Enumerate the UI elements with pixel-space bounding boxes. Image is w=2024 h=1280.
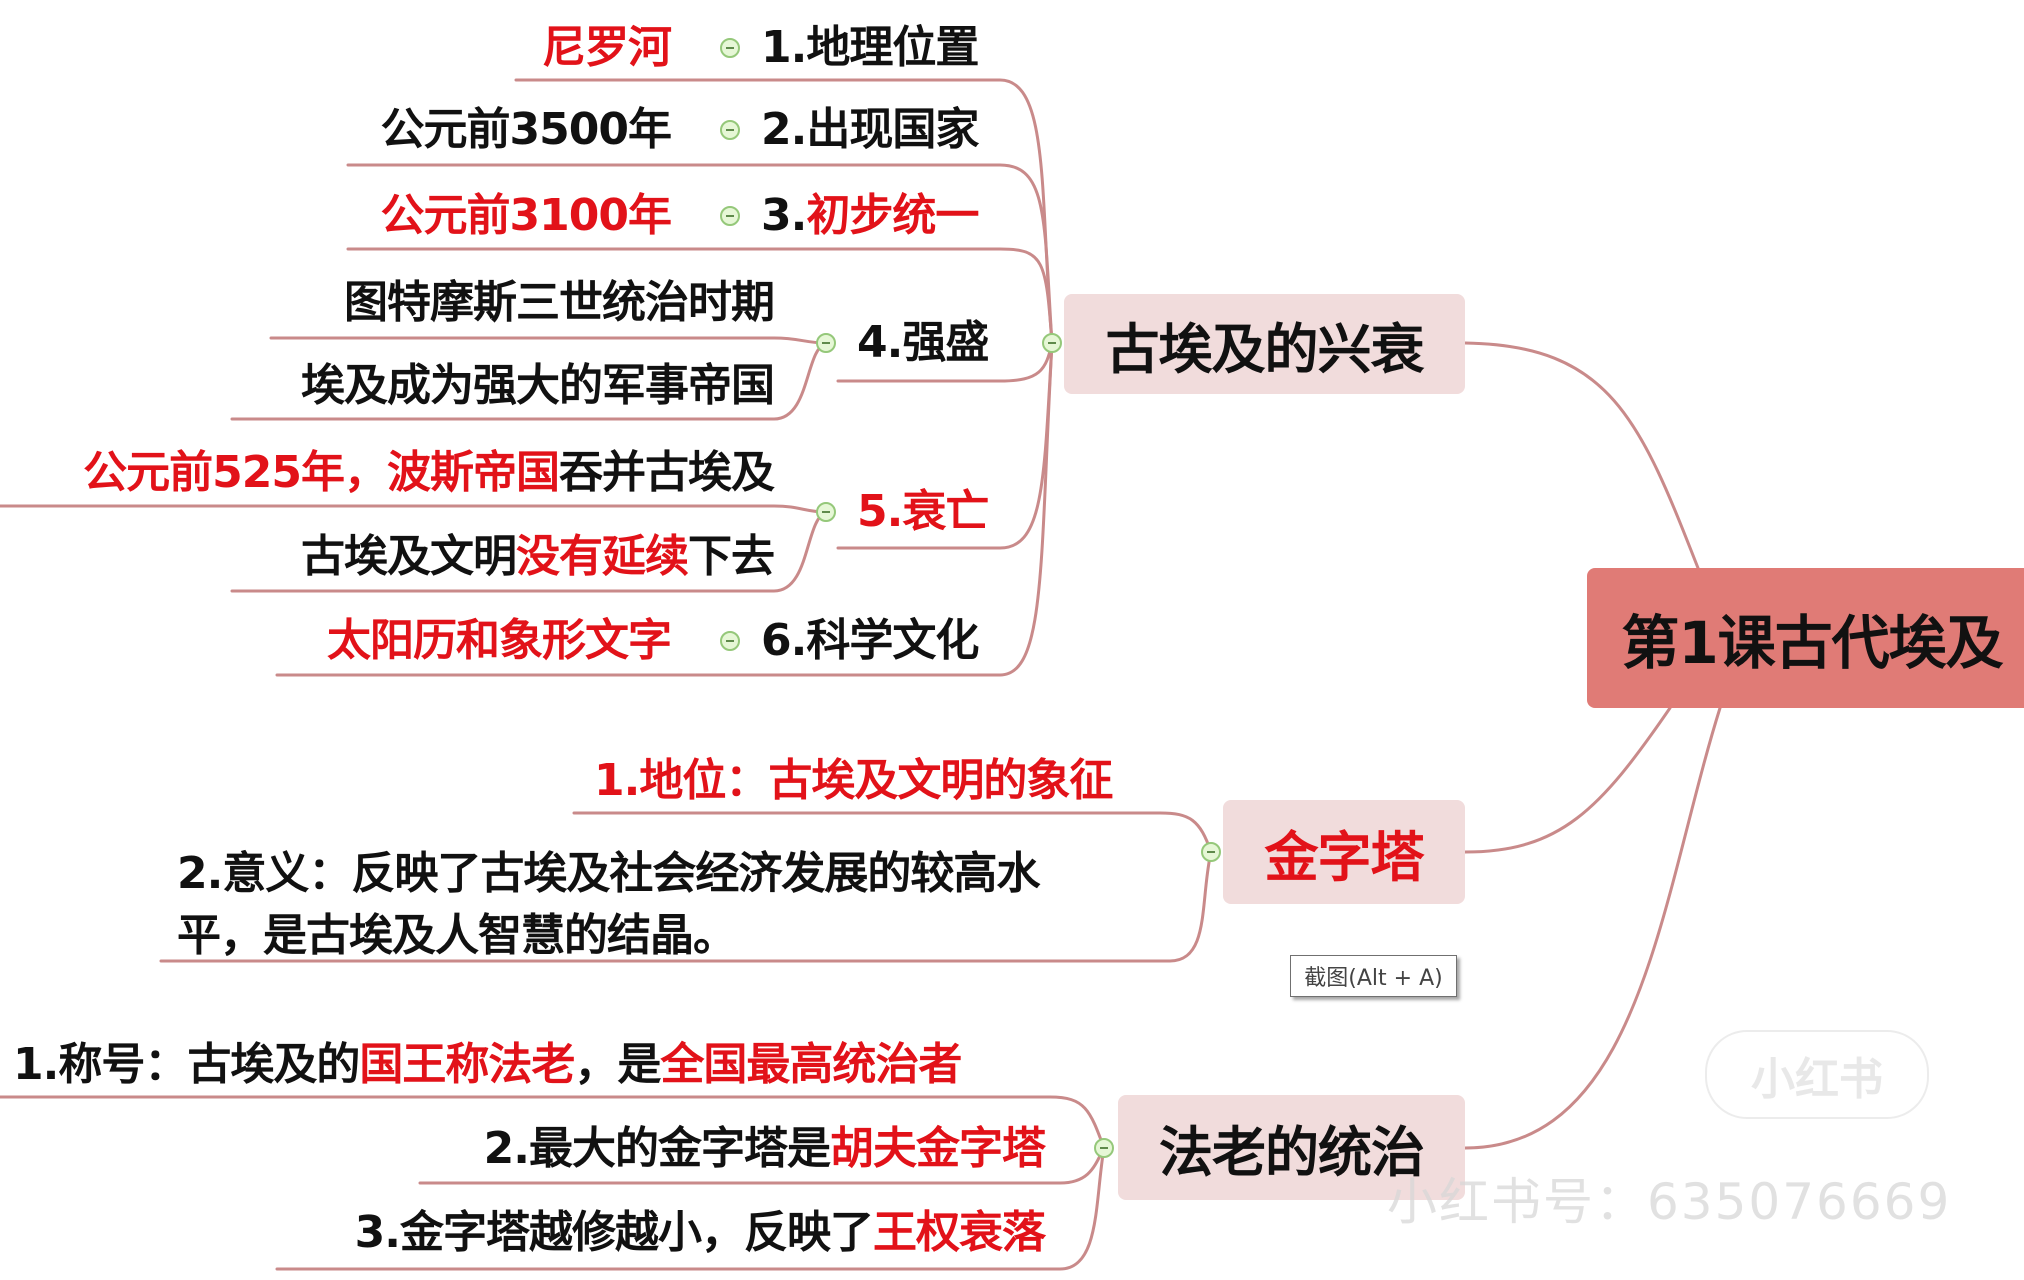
pyramid-status[interactable]: 1.地位：古埃及文明的象征 — [594, 755, 1113, 806]
topic-detail[interactable]: 太阳历和象形文字 — [327, 615, 672, 666]
collapse-toggle-icon[interactable] — [720, 206, 740, 226]
topic-prosperity[interactable]: 4.强盛 — [857, 317, 989, 368]
screenshot-shortcut-tooltip: 截图(Alt + A) — [1290, 955, 1457, 997]
pharaoh-largest-pyramid[interactable]: 2.最大的金字塔是胡夫金字塔 — [483, 1123, 1046, 1174]
watermark-logo: 小红书 — [1705, 1030, 1929, 1119]
watermark-text: 小红书号：635076669 — [1387, 1173, 1952, 1231]
topic-state-formation[interactable]: 2.出现国家 — [761, 104, 979, 155]
pharaoh-title[interactable]: 1.称号：古埃及的国王称法老，是全国最高统治者 — [13, 1039, 962, 1090]
branch-pyramid-label: 金字塔 — [1264, 825, 1425, 889]
pyramid-significance[interactable]: 2.意义：反映了古埃及社会经济发展的较高水 平，是古埃及人智慧的结晶。 — [177, 848, 1040, 961]
branch-rise-fall[interactable]: 古埃及的兴衰 — [1064, 294, 1465, 394]
collapse-toggle-icon[interactable] — [720, 120, 740, 140]
root-topic-label: 第1课古代埃及 — [1621, 609, 2003, 677]
collapse-toggle-icon[interactable] — [720, 631, 740, 651]
topic-detail[interactable]: 古埃及文明没有延续下去 — [301, 531, 775, 582]
collapse-toggle-icon[interactable] — [816, 502, 836, 522]
topic-detail[interactable]: 尼罗河 — [542, 22, 672, 73]
topic-detail[interactable]: 图特摩斯三世统治时期 — [344, 277, 775, 328]
topic-detail[interactable]: 埃及成为强大的军事帝国 — [301, 360, 775, 411]
branch-pharaoh-rule[interactable]: 法老的统治 — [1118, 1095, 1465, 1200]
root-topic[interactable]: 第1课古代埃及 — [1587, 568, 2024, 708]
topic-unification[interactable]: 3.初步统一 — [761, 190, 979, 241]
topic-science-culture[interactable]: 6.科学文化 — [761, 615, 979, 666]
topic-geography[interactable]: 1.地理位置 — [761, 22, 979, 73]
topic-detail[interactable]: 公元前3100年 — [380, 190, 672, 241]
branch-pharaoh-rule-label: 法老的统治 — [1159, 1121, 1425, 1184]
collapse-toggle-icon[interactable] — [1201, 842, 1221, 862]
topic-decline[interactable]: 5.衰亡 — [857, 486, 989, 537]
collapse-toggle-icon[interactable] — [1042, 333, 1062, 353]
branch-pyramid[interactable]: 金字塔 — [1223, 800, 1465, 904]
pharaoh-pyramid-size[interactable]: 3.金字塔越修越小，反映了王权衰落 — [354, 1207, 1046, 1258]
collapse-toggle-icon[interactable] — [816, 333, 836, 353]
topic-detail[interactable]: 公元前525年，波斯帝国吞并古埃及 — [83, 447, 775, 498]
topic-detail[interactable]: 公元前3500年 — [380, 104, 672, 155]
collapse-toggle-icon[interactable] — [720, 38, 740, 58]
branch-rise-fall-label: 古埃及的兴衰 — [1105, 317, 1425, 381]
collapse-toggle-icon[interactable] — [1094, 1138, 1114, 1158]
